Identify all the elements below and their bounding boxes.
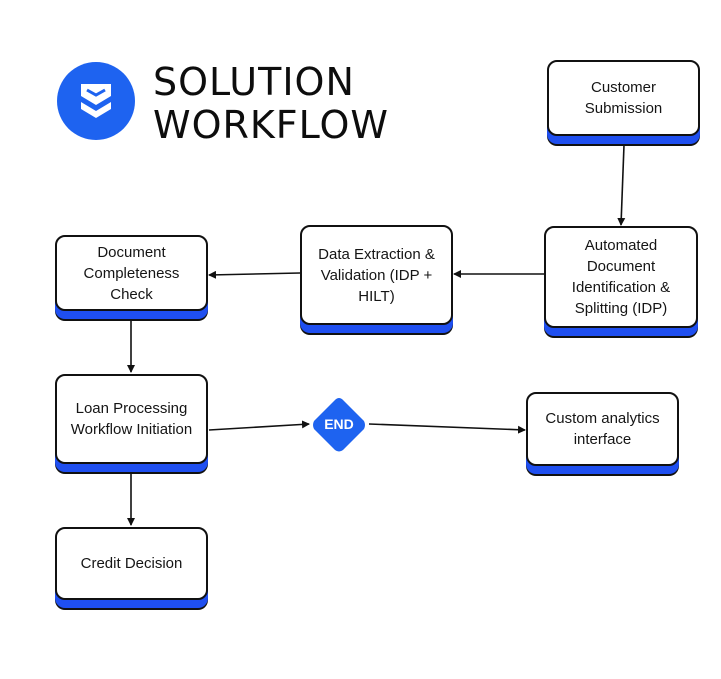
node-loan-processing: Loan Processing Workflow Initiation <box>55 374 208 464</box>
edge-loan-to-end <box>208 420 310 431</box>
node-customer-submission: Customer Submission <box>547 60 700 136</box>
edge-end-to-analytics <box>368 423 526 434</box>
title-line-2: WORKFLOW <box>153 103 389 147</box>
end-diamond <box>313 398 365 452</box>
node-label: Customer Submission <box>584 79 663 117</box>
node-label: Loan Processing Workflow Initiation <box>70 400 193 438</box>
node-label: Document Completeness Check <box>83 243 180 303</box>
end-label: END <box>324 416 354 432</box>
brand-logo <box>57 62 135 140</box>
node-label: Data Extraction & Validation (IDP + HILT… <box>318 245 435 305</box>
node-data-extraction: Data Extraction & Validation (IDP + HILT… <box>300 225 453 325</box>
node-credit-decision: Credit Decision <box>55 527 208 600</box>
node-automated-identification: Automated Document Identification & Spli… <box>544 226 698 328</box>
title-line-1: SOLUTION <box>153 60 355 104</box>
node-label: Custom analytics interface <box>545 410 660 448</box>
box-layers-icon <box>81 84 111 118</box>
node-label: Credit Decision <box>80 555 183 572</box>
edge-extraction-to-completeness <box>208 270 301 279</box>
page-title: SOLUTION WORKFLOW <box>153 61 389 147</box>
edge-submission-to-identification <box>617 144 626 226</box>
node-document-completeness: Document Completeness Check <box>55 235 208 311</box>
node-label: Automated Document Identification & Spli… <box>571 237 671 317</box>
node-custom-analytics: Custom analytics interface <box>526 392 679 466</box>
